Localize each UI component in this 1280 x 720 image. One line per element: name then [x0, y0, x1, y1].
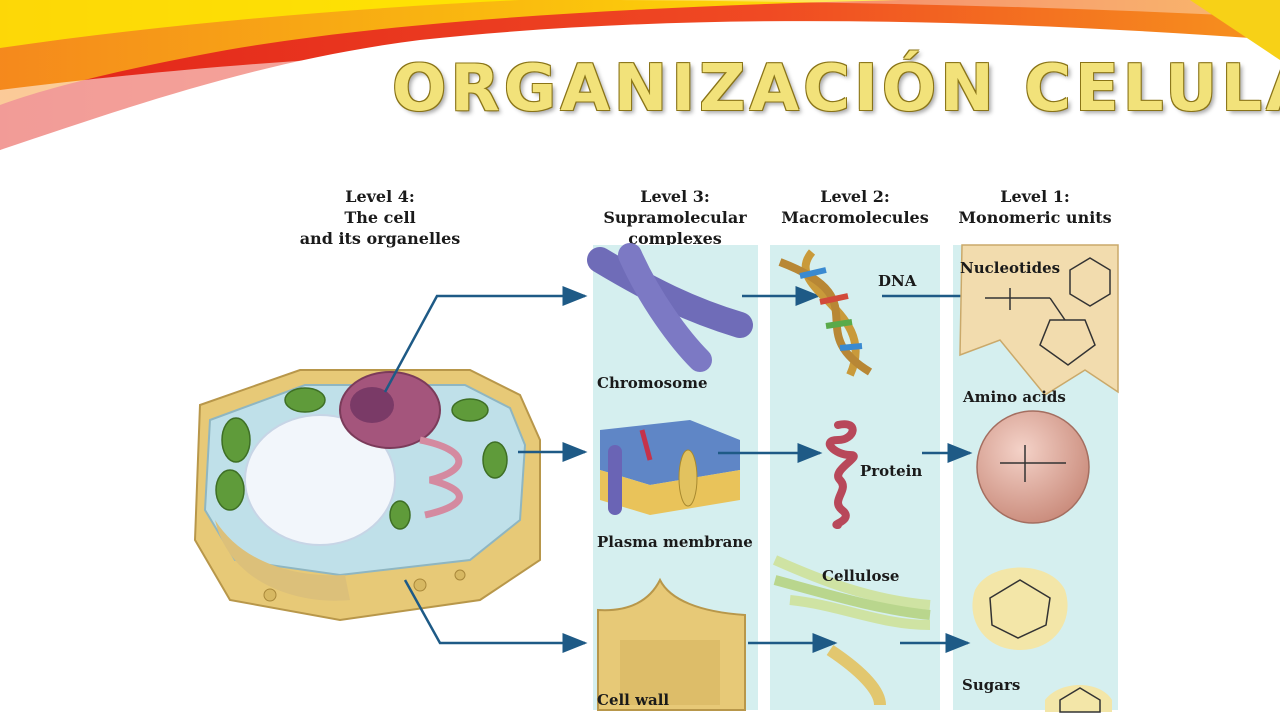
level-3-header: Level 3: Supramolecular complexes	[585, 186, 765, 249]
level-4-name: Level 4:	[345, 187, 415, 206]
dna-illustration	[778, 249, 873, 377]
label-protein: Protein	[860, 462, 923, 480]
sugar-illustration	[972, 567, 1112, 713]
level-3-name: Level 3:	[640, 187, 710, 206]
level-2-line-1: Macromolecules	[781, 208, 929, 227]
level-1-line-1: Monomeric units	[958, 208, 1112, 227]
cellulose-illustration	[772, 555, 931, 706]
protein-illustration	[825, 420, 858, 529]
level-2-name: Level 2:	[820, 187, 890, 206]
level-4-header: Level 4: The cell and its organelles	[280, 186, 480, 249]
slide-title: ORGANIZACIÓN CELULAR	[392, 52, 1280, 126]
amino-acid-illustration	[976, 410, 1090, 524]
label-plasma-membrane: Plasma membrane	[597, 533, 753, 551]
chromosome-illustration	[587, 243, 753, 372]
level-4-line-1: The cell	[344, 208, 416, 227]
level-2-header: Level 2: Macromolecules	[770, 186, 940, 228]
level-3-line-1: Supramolecular	[603, 208, 747, 227]
label-dna: DNA	[878, 272, 917, 290]
level-1-header: Level 1: Monomeric units	[945, 186, 1125, 228]
level-3-line-2: complexes	[628, 229, 722, 248]
label-nucleotides: Nucleotides	[960, 259, 1061, 277]
nucleotide-illustration	[959, 244, 1119, 396]
label-amino-acids: Amino acids	[963, 388, 1066, 406]
level-4-line-2: and its organelles	[299, 229, 461, 248]
label-chromosome: Chromosome	[597, 374, 708, 392]
arrow-cell-to-chromosome	[383, 286, 588, 393]
label-cell-wall: Cell wall	[597, 691, 670, 709]
cell-wall-illustration	[597, 577, 746, 711]
arrow-cell-to-cell-wall	[403, 579, 588, 653]
flame-banner	[0, 0, 1280, 150]
level-1-name: Level 1:	[1000, 187, 1070, 206]
plasma-membrane-illustration	[600, 420, 740, 515]
panel-level-2	[770, 245, 940, 710]
label-cellulose: Cellulose	[822, 567, 900, 585]
label-sugars: Sugars	[962, 676, 1021, 694]
plant-cell-illustration	[193, 369, 541, 622]
